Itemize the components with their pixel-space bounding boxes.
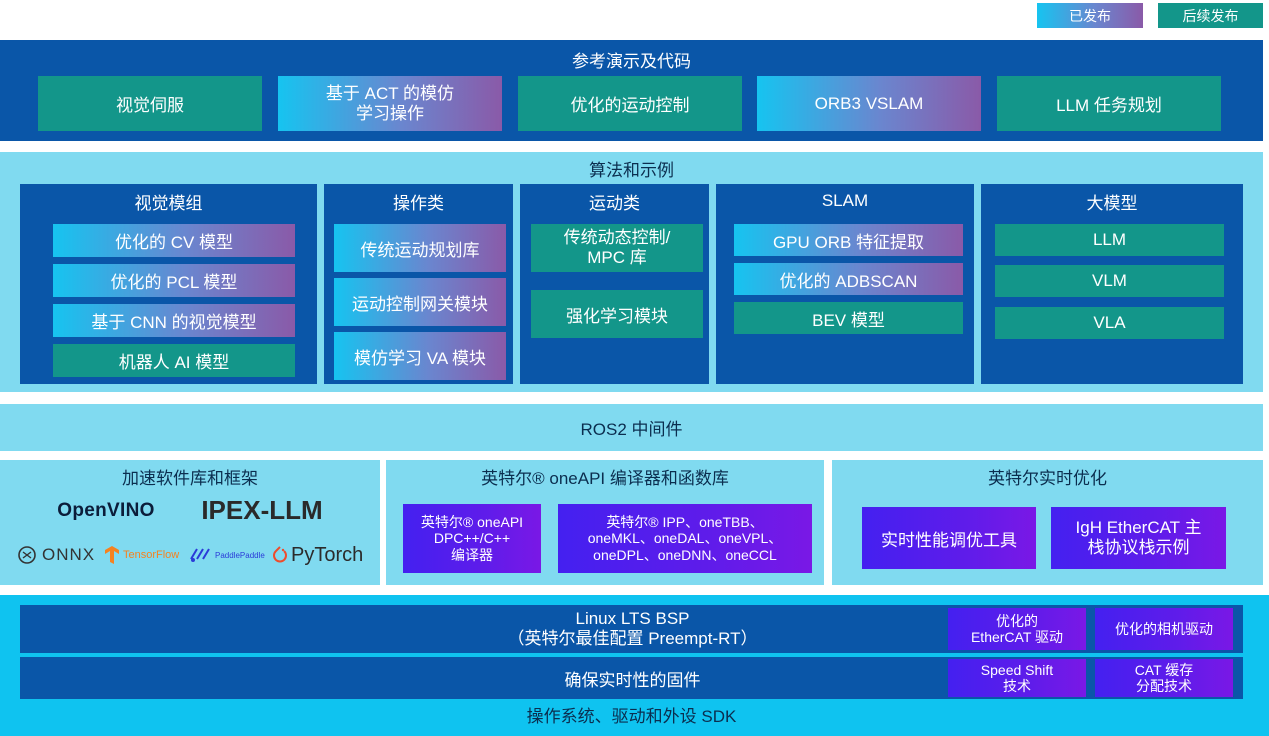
ref-item-visual-servo: 视觉伺服 [38, 76, 262, 131]
firmware-label: 确保实时性的固件 [564, 670, 701, 690]
ethercat-driver-box: 优化的 EtherCAT 驱动 [948, 608, 1086, 650]
tensorflow-logo: TensorFlow [104, 544, 182, 566]
pytorch-icon [273, 546, 287, 563]
pytorch-label: PyTorch [291, 543, 364, 566]
llm-group: 大模型 LLM VLM VLA [981, 184, 1243, 384]
algorithms-title: 算法和示例 [589, 160, 674, 180]
manipulation-item: 模仿学习 VA 模块 [334, 332, 506, 380]
slam-group: SLAM GPU ORB 特征提取 优化的 ADBSCAN BEV 模型 [716, 184, 974, 384]
accel-panel: 加速软件库和框架 OpenVINO IPEX-LLM ONNX TensorFl… [0, 460, 380, 585]
os-footer: 操作系统、驱动和外设 SDK [526, 706, 737, 726]
legend-released: 已发布 [1037, 3, 1143, 28]
motion-group: 运动类 传统动态控制/ MPC 库 强化学习模块 [520, 184, 709, 384]
ref-item-llm-planning: LLM 任务规划 [997, 76, 1221, 131]
rt-panel: 英特尔实时优化 实时性能调优工具 IgH EtherCAT 主 栈协议栈示例 [832, 460, 1263, 585]
firmware-row: 确保实时性的固件 Speed Shift 技术 CAT 缓存 分配技术 [20, 657, 1243, 699]
os-band: Linux LTS BSP （英特尔最佳配置 Preempt-RT） 优化的 E… [0, 595, 1269, 736]
motion-title: 运动类 [589, 193, 640, 213]
motion-item: 传统动态控制/ MPC 库 [531, 224, 703, 272]
oneapi-title: 英特尔® oneAPI 编译器和函数库 [481, 468, 729, 488]
llm-title: 大模型 [1086, 193, 1138, 213]
camera-driver-box: 优化的相机驱动 [1095, 608, 1233, 650]
accel-title: 加速软件库和框架 [122, 468, 258, 488]
ref-item-vslam: ORB3 VSLAM [757, 76, 981, 131]
legend-upcoming: 后续发布 [1158, 3, 1263, 28]
vision-title: 视觉模组 [134, 193, 203, 213]
onnx-logo: ONNX [17, 544, 97, 566]
slam-item: 优化的 ADBSCAN [734, 263, 963, 295]
onnx-icon [18, 546, 36, 564]
oneapi-libs-box: 英特尔® IPP、oneTBB、 oneMKL、oneDAL、oneVPL、 o… [558, 504, 812, 573]
manipulation-group: 操作类 传统运动规划库 运动控制网关模块 模仿学习 VA 模块 [324, 184, 513, 384]
llm-item: VLA [995, 307, 1224, 339]
manipulation-title: 操作类 [393, 193, 444, 213]
tensorflow-icon [105, 546, 119, 564]
ipex-llm-logo: IPEX-LLM [201, 494, 323, 525]
slam-item: BEV 模型 [734, 302, 963, 334]
speed-shift-box: Speed Shift 技术 [948, 659, 1086, 697]
oneapi-panel: 英特尔® oneAPI 编译器和函数库 英特尔® oneAPI DPC++/C+… [386, 460, 824, 585]
ref-item-motion: 优化的运动控制 [518, 76, 742, 131]
vision-group: 视觉模组 优化的 CV 模型 优化的 PCL 模型 基于 CNN 的视觉模型 机… [20, 184, 317, 384]
paddle-logo: PaddlePaddle [189, 544, 269, 566]
manipulation-item: 运动控制网关模块 [334, 278, 506, 326]
pytorch-logo: PyTorch [272, 542, 372, 568]
rt-title: 英特尔实时优化 [988, 468, 1107, 488]
slam-title: SLAM [821, 191, 869, 210]
linux-bsp-label: Linux LTS BSP （英特尔最佳配置 Preempt-RT） [507, 609, 758, 648]
paddle-label: PaddlePaddle [215, 550, 265, 560]
reference-band: 参考演示及代码 视觉伺服 基于 ACT 的模仿 学习操作 优化的运动控制 ORB… [0, 40, 1263, 141]
linux-row: Linux LTS BSP （英特尔最佳配置 Preempt-RT） 优化的 E… [20, 605, 1243, 653]
oneapi-compiler-box: 英特尔® oneAPI DPC++/C++ 编译器 [403, 504, 541, 573]
slam-item: GPU ORB 特征提取 [734, 224, 963, 256]
reference-title: 参考演示及代码 [572, 51, 691, 71]
vision-item: 优化的 CV 模型 [53, 224, 295, 257]
algorithms-band: 算法和示例 视觉模组 优化的 CV 模型 优化的 PCL 模型 基于 CNN 的… [0, 152, 1263, 392]
vision-item: 基于 CNN 的视觉模型 [53, 304, 295, 337]
vision-item: 机器人 AI 模型 [53, 344, 295, 377]
llm-item: VLM [995, 265, 1224, 297]
vision-item: 优化的 PCL 模型 [53, 264, 295, 297]
tensorflow-label: TensorFlow [123, 549, 180, 561]
openvino-logo: OpenVINO [57, 500, 155, 521]
rt-tuning-box: 实时性能调优工具 [862, 507, 1036, 569]
ros2-band: ROS2 中间件 [0, 404, 1263, 451]
onnx-label: ONNX [42, 545, 96, 564]
cat-box: CAT 缓存 分配技术 [1095, 659, 1233, 697]
ref-item-act: 基于 ACT 的模仿 学习操作 [278, 76, 502, 131]
motion-item: 强化学习模块 [531, 290, 703, 338]
rt-ethercat-box: IgH EtherCAT 主 栈协议栈示例 [1051, 507, 1226, 569]
manipulation-item: 传统运动规划库 [334, 224, 506, 272]
paddle-icon [190, 548, 210, 562]
llm-item: LLM [995, 224, 1224, 256]
